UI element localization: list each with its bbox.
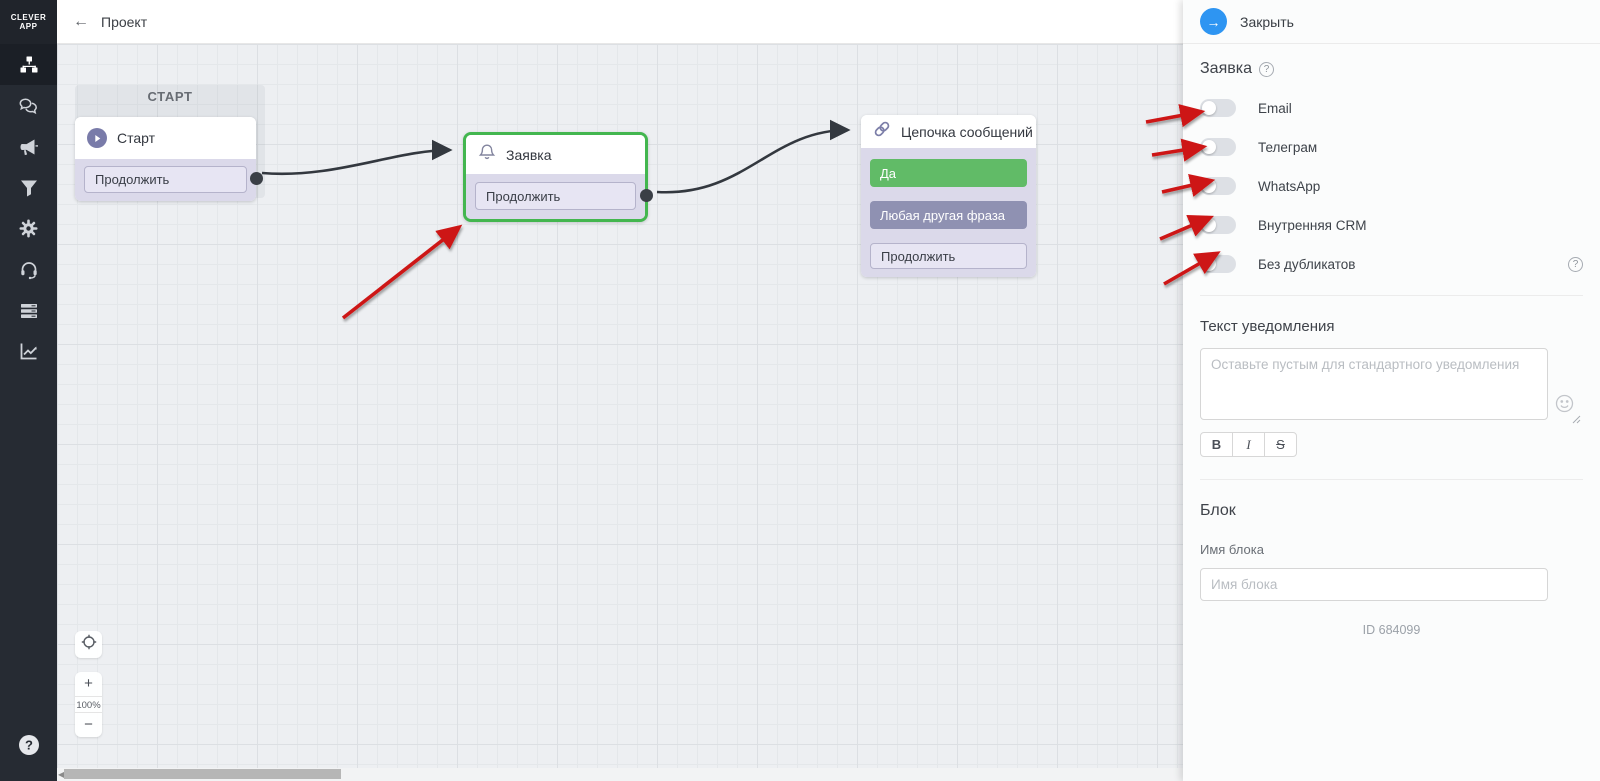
node-start[interactable]: Старт Продолжить [75, 117, 263, 201]
node-request-selected[interactable]: Заявка Продолжить [463, 132, 653, 222]
node-chain-title: Цепочка сообщений [901, 123, 1033, 140]
node-chain[interactable]: Цепочка сообщений Да Любая другая фраза … [861, 115, 1036, 277]
notification-text-input[interactable] [1200, 348, 1548, 420]
back-arrow-icon[interactable]: ← [73, 12, 89, 30]
lists-icon [19, 302, 39, 320]
chain-link-icon [873, 120, 891, 143]
whatsapp-toggle[interactable] [1200, 177, 1236, 195]
sidebar-item-flow-builder[interactable] [0, 44, 57, 85]
notification-title: Текст уведомления [1200, 318, 1335, 335]
node-start-continue-button[interactable]: Продолжить [84, 166, 247, 193]
bell-icon [478, 143, 496, 166]
block-section-title: Блок [1200, 502, 1236, 519]
sidebar: CLEVER APP [0, 0, 57, 781]
section-title: Заявка [1200, 60, 1252, 77]
node-chain-yes-button[interactable]: Да [870, 159, 1027, 187]
node-start-title: Старт [117, 130, 156, 146]
svg-text:?: ? [25, 738, 33, 753]
toggle-label: Телеграм [1258, 139, 1318, 155]
scrollbar-thumb[interactable] [64, 769, 341, 779]
sidebar-item-broadcasts[interactable] [0, 126, 57, 167]
toggle-label: Email [1258, 100, 1292, 116]
toggle-label: Без дубликатов [1258, 256, 1356, 272]
format-toolbar: B I S [1200, 432, 1583, 457]
toggle-label: Внутренняя CRM [1258, 217, 1367, 233]
stats-chart-icon [19, 342, 39, 361]
zoom-control: + 100% − [75, 672, 102, 737]
horizontal-scrollbar[interactable]: ◀ [57, 768, 1183, 781]
node-chain-continue-button[interactable]: Продолжить [870, 243, 1027, 269]
filter-icon [20, 179, 38, 197]
toggle-row-whatsapp: WhatsApp [1200, 177, 1583, 195]
output-port[interactable] [640, 189, 653, 202]
scroll-left-icon[interactable]: ◀ [58, 770, 65, 779]
sidebar-item-chats[interactable] [0, 85, 57, 126]
divider [1200, 479, 1583, 480]
close-panel-button[interactable]: → [1200, 8, 1227, 35]
zoom-in-button[interactable]: + [84, 675, 93, 692]
close-label[interactable]: Закрыть [1240, 13, 1294, 30]
project-title[interactable]: Проект [101, 13, 148, 30]
section-help-icon[interactable]: ? [1258, 61, 1274, 77]
block-id: ID 684099 [1362, 623, 1421, 637]
crosshair-icon [81, 634, 97, 655]
panel-header: → Закрыть [1183, 0, 1600, 44]
sidebar-item-lists[interactable] [0, 290, 57, 331]
chats-icon [18, 96, 39, 116]
help-icon: ? [18, 734, 40, 761]
bold-button[interactable]: B [1200, 432, 1233, 457]
arrow-right-icon: → [1206, 13, 1221, 30]
node-request-continue-button[interactable]: Продолжить [475, 182, 636, 210]
broadcast-megaphone-icon [18, 137, 39, 157]
sidebar-item-filters[interactable] [0, 167, 57, 208]
no-duplicates-help-icon[interactable]: ? [1568, 256, 1583, 272]
topbar: ← Проект [57, 0, 1183, 44]
sidebar-item-stats[interactable] [0, 331, 57, 372]
strikethrough-button[interactable]: S [1264, 432, 1297, 457]
play-icon [87, 128, 107, 148]
email-toggle[interactable] [1200, 99, 1236, 117]
node-request-title: Заявка [506, 146, 552, 163]
sidebar-item-help[interactable]: ? [0, 734, 57, 761]
logo-line1: CLEVER [10, 13, 47, 22]
telegram-toggle[interactable] [1200, 138, 1236, 156]
app-logo[interactable]: CLEVER APP [0, 0, 57, 44]
block-name-label: Имя блока [1200, 542, 1264, 557]
recenter-button[interactable] [75, 631, 102, 658]
toggle-row-telegram: Телеграм [1200, 138, 1583, 156]
no-duplicates-toggle[interactable] [1200, 255, 1236, 273]
toggle-row-email: Email [1200, 99, 1583, 117]
logo-line2: APP [19, 22, 38, 31]
toggle-row-crm: Внутренняя CRM [1200, 216, 1583, 234]
toggle-row-noduplicates: Без дубликатов ? [1200, 255, 1583, 273]
sidebar-item-support[interactable] [0, 249, 57, 290]
crm-toggle[interactable] [1200, 216, 1236, 234]
toggle-label: WhatsApp [1258, 178, 1321, 194]
settings-panel: → Закрыть Заявка ? Email Телеграм WhatsA… [1183, 0, 1600, 781]
zoom-level: 100% [75, 696, 102, 713]
italic-button[interactable]: I [1232, 432, 1265, 457]
divider [1200, 295, 1583, 296]
support-headset-icon [19, 260, 39, 280]
node-chain-anyphrase-button[interactable]: Любая другая фраза [870, 201, 1027, 229]
block-name-input[interactable] [1200, 568, 1548, 601]
zoom-out-button[interactable]: − [84, 716, 93, 733]
emoji-icon[interactable] [1555, 394, 1574, 413]
sidebar-item-settings[interactable] [0, 208, 57, 249]
settings-gear-icon [19, 219, 38, 238]
output-port[interactable] [250, 172, 263, 185]
group-start-label: СТАРТ [147, 89, 193, 104]
flow-builder-icon [19, 55, 39, 75]
